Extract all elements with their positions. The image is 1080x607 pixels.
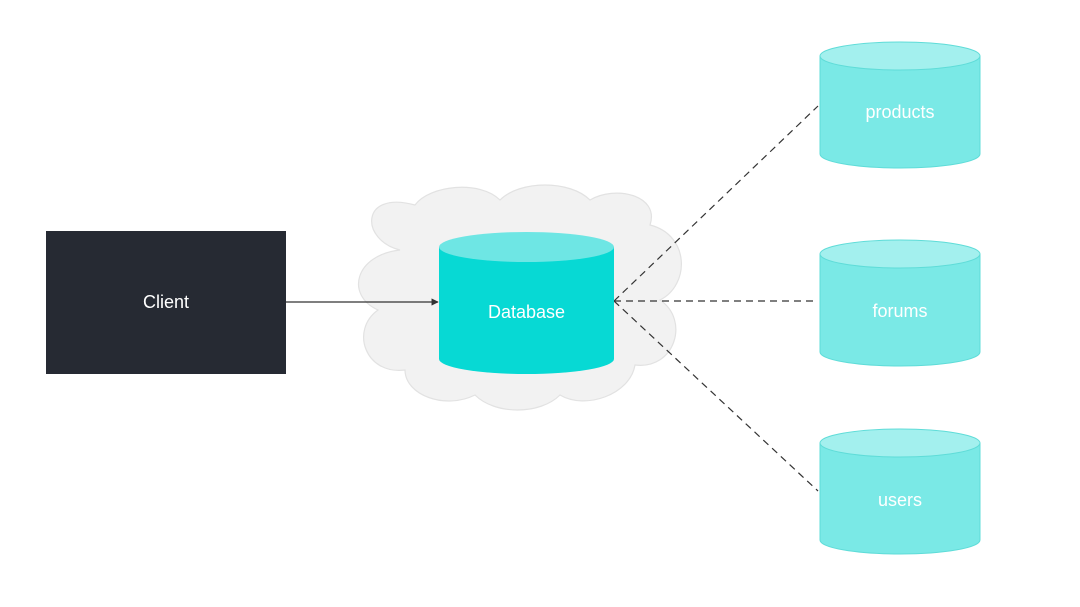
shard-label-users: users [878,490,922,510]
shard-label-forums: forums [872,301,927,321]
shard-label-products: products [865,102,934,122]
client-label: Client [143,292,189,312]
shard-users: users [819,428,981,555]
shard-products: products [819,41,981,169]
shard-forums: forums [819,239,981,367]
client-node: Client [46,231,286,374]
database-label: Database [488,302,565,322]
database-to-users-edge [613,300,819,492]
database-node: Database [439,232,614,374]
